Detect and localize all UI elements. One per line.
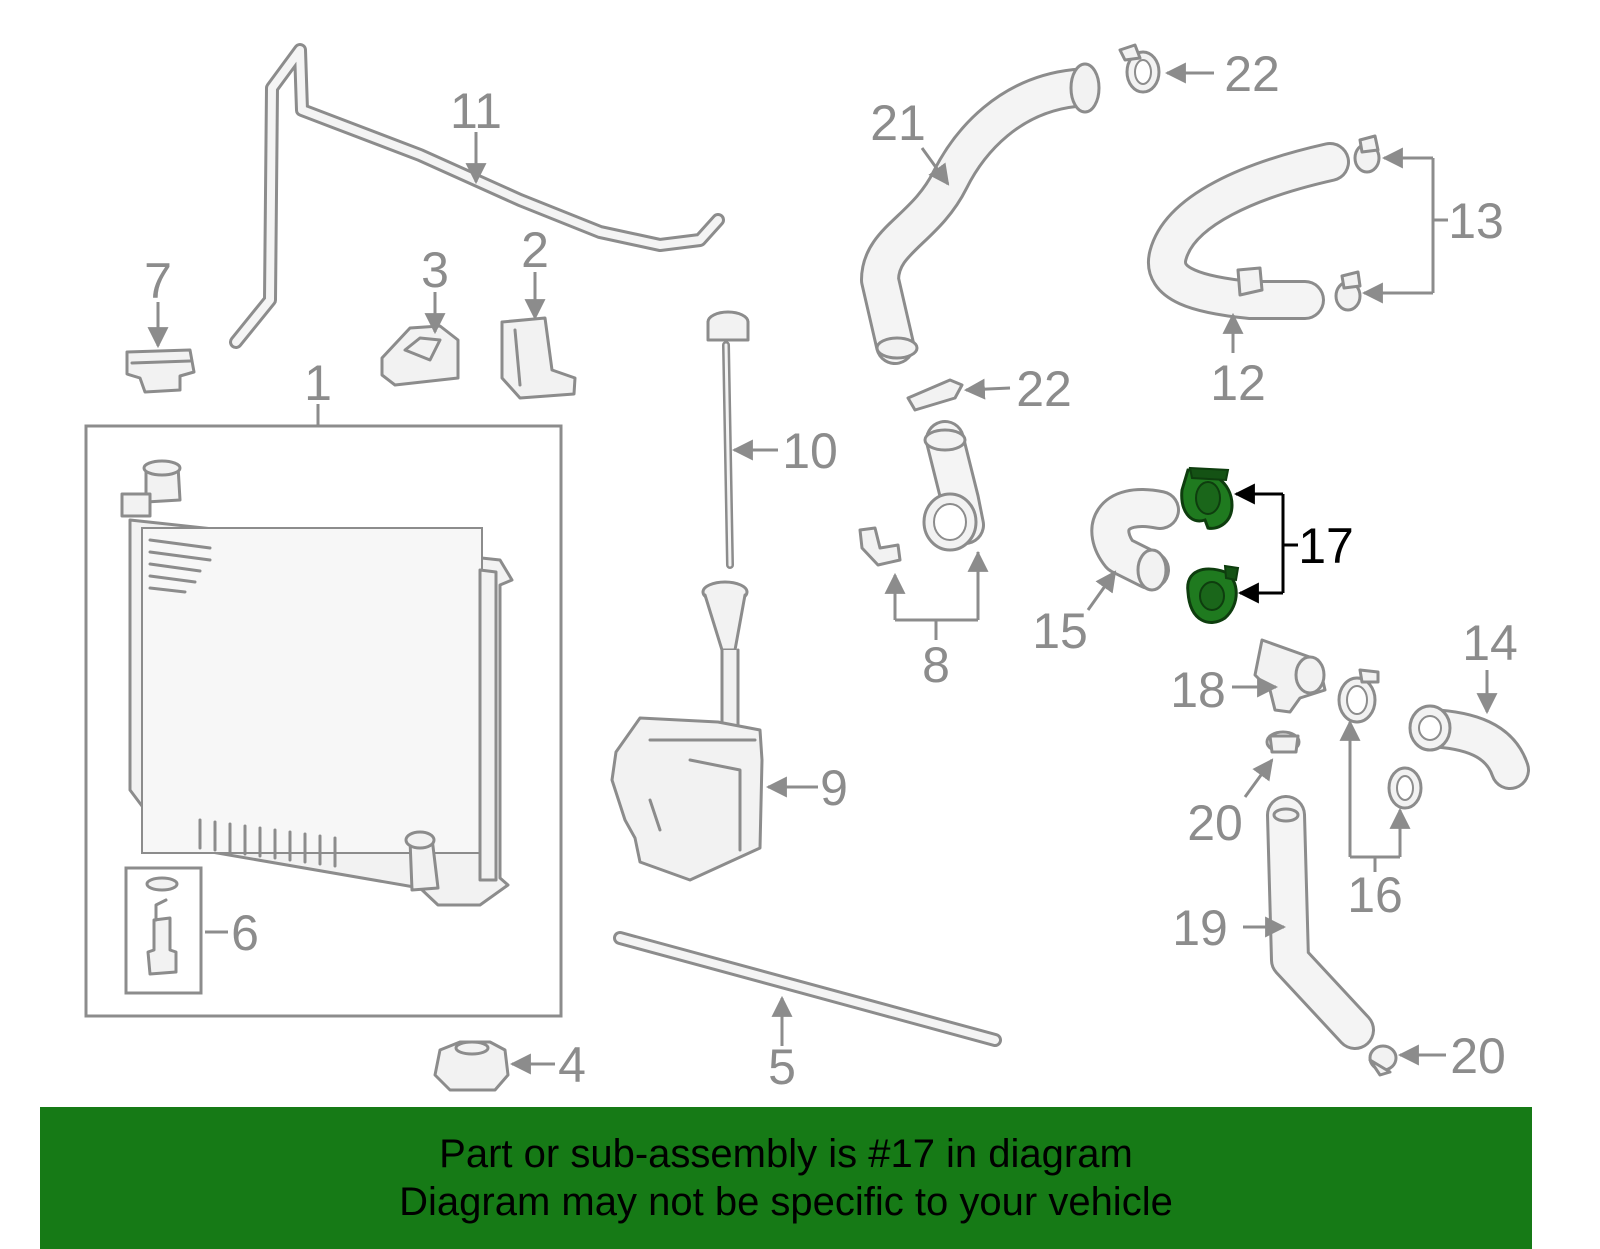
info-banner: Part or sub-assembly is #17 in diagram D… — [40, 1107, 1532, 1249]
part-number-labels: 11 7 3 2 1 6 4 5 10 9 21 22 22 8 12 13 1… — [144, 46, 1518, 1095]
callout-part-17 — [1233, 483, 1298, 604]
overflow-tube-part-11[interactable] — [229, 43, 725, 349]
bracket-part-2[interactable] — [500, 316, 577, 400]
label-part-1: 1 — [304, 355, 332, 411]
clamp-part-13-top[interactable] — [1353, 134, 1381, 174]
label-part-19: 19 — [1172, 900, 1228, 956]
label-part-10: 10 — [782, 423, 838, 479]
label-part-20-lower: 20 — [1450, 1028, 1506, 1084]
dipstick-part-10[interactable] — [706, 310, 750, 569]
label-part-16: 16 — [1347, 867, 1403, 923]
mount-part-4[interactable] — [433, 1040, 510, 1092]
drain-valve-part-6[interactable] — [124, 866, 203, 995]
label-part-22-mid: 22 — [1016, 361, 1072, 417]
hose-part-14[interactable] — [1408, 704, 1530, 790]
parts-diagram: 11 7 3 2 1 6 4 5 10 9 21 22 22 8 12 13 1… — [84, 43, 1530, 1095]
hose-part-19[interactable] — [1266, 795, 1375, 1050]
label-part-20-upper: 20 — [1187, 795, 1243, 851]
bracket-part-3[interactable] — [380, 324, 460, 387]
clamp-part-17-upper[interactable] — [1180, 466, 1234, 530]
label-part-7: 7 — [144, 253, 172, 309]
reservoir-part-9[interactable] — [610, 580, 764, 882]
label-part-9: 9 — [820, 760, 848, 816]
clamp-part-13-bottom[interactable] — [1334, 270, 1362, 312]
clamp-part-22-top[interactable] — [1118, 43, 1161, 94]
banner-line-part-info: Part or sub-assembly is #17 in diagram — [439, 1132, 1133, 1176]
clamp-part-20-upper[interactable] — [1265, 730, 1301, 754]
label-part-13: 13 — [1448, 193, 1504, 249]
thermostat-housing-part-18[interactable] — [1253, 638, 1327, 714]
clamp-part-16-upper[interactable] — [1337, 668, 1380, 724]
label-part-17: 17 — [1298, 518, 1354, 574]
hose-part-8[interactable] — [858, 420, 985, 567]
label-part-22-top: 22 — [1224, 46, 1280, 102]
clamp-part-20-lower[interactable] — [1368, 1044, 1398, 1077]
clamp-part-16-lower[interactable] — [1387, 766, 1423, 810]
bypass-hose-part-12[interactable] — [1147, 142, 1350, 320]
radiator-cap-part-7[interactable] — [125, 348, 196, 394]
label-part-3: 3 — [421, 242, 449, 298]
label-part-21: 21 — [870, 95, 926, 151]
upper-hose-part-21[interactable] — [860, 62, 1101, 365]
label-part-14: 14 — [1462, 615, 1518, 671]
label-part-15: 15 — [1032, 603, 1088, 659]
clamp-part-17-lower[interactable] — [1186, 564, 1240, 624]
radiator-assembly-part-1[interactable] — [84, 424, 563, 1018]
callout-lines — [147, 62, 1498, 1075]
label-part-4: 4 — [558, 1037, 586, 1093]
seal-strip-part-5[interactable] — [613, 931, 1002, 1047]
clamp-part-22-mid[interactable] — [906, 378, 964, 412]
label-part-12: 12 — [1210, 355, 1266, 411]
label-part-8: 8 — [922, 637, 950, 693]
label-part-5: 5 — [768, 1039, 796, 1095]
label-part-18: 18 — [1170, 662, 1226, 718]
hose-part-15[interactable] — [1090, 488, 1180, 592]
label-part-11: 11 — [450, 83, 502, 139]
label-part-2: 2 — [521, 222, 549, 278]
label-part-6: 6 — [231, 905, 259, 961]
banner-line-disclaimer: Diagram may not be specific to your vehi… — [399, 1180, 1173, 1224]
